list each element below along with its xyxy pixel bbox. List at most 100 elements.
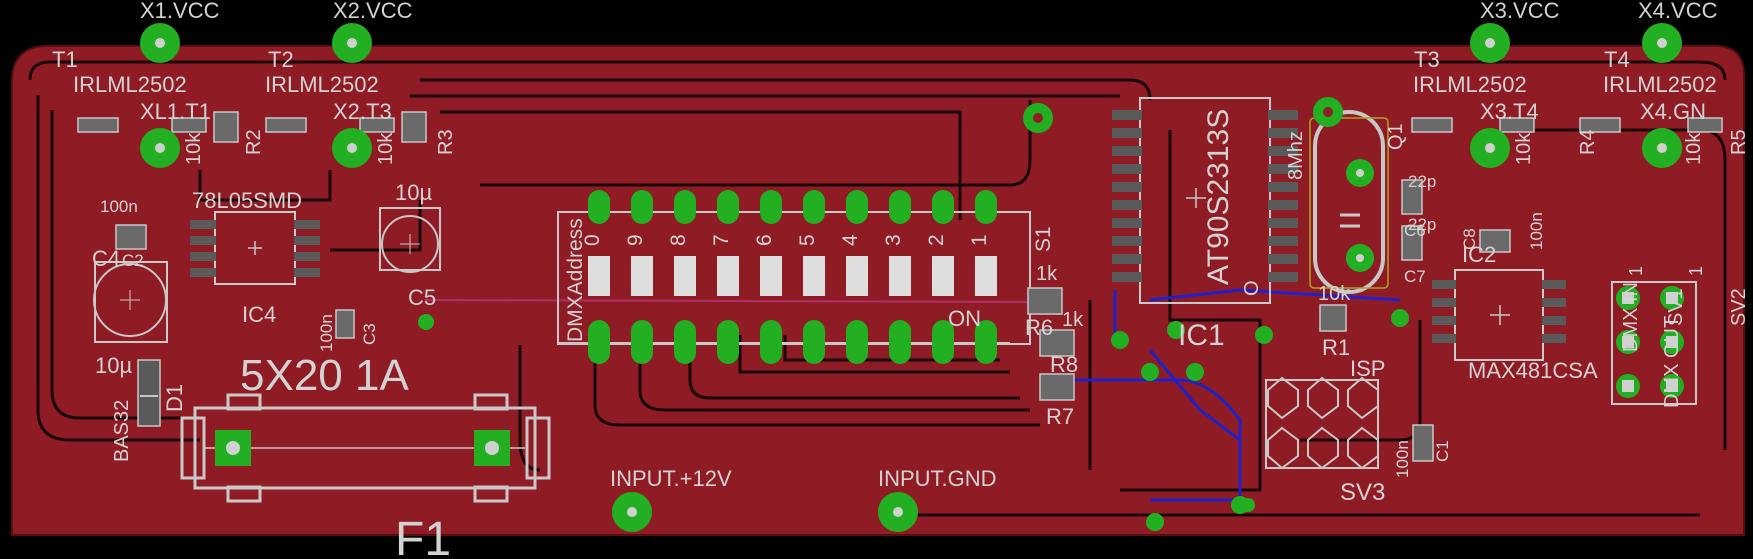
label-r2: R2: [243, 129, 265, 155]
switch-number-0: 0: [581, 234, 604, 246]
label-r1: R1: [1322, 335, 1350, 360]
dip-switch-s1: [557, 211, 1031, 345]
label-22p-b: 22p: [1408, 215, 1436, 234]
label-100n-c1: 100n: [1393, 440, 1412, 478]
ic1-microcontroller: [1112, 97, 1298, 304]
label-ic4: IC4: [242, 302, 276, 327]
label-dmx-out: DMX OUT: [1661, 316, 1683, 408]
label-irl-3: IRLML2502: [1413, 72, 1527, 97]
label-78l05: 78L05SMD: [192, 188, 302, 213]
switch-number-6: 6: [753, 234, 776, 246]
label-xl1-t1: XL1.T1: [140, 99, 211, 124]
label-r3: R3: [435, 129, 457, 155]
label-10u-bottom: 10µ: [95, 353, 132, 378]
switch-number-2: 2: [925, 234, 948, 246]
label-dmx-in: DMX IN: [1620, 282, 1642, 352]
smd-components-top: [77, 111, 1723, 462]
label-r5: R5: [1728, 129, 1750, 155]
label-10k-c: 10k: [1513, 132, 1535, 165]
switch-number-1: 1: [968, 234, 991, 246]
label-irl-4: IRLML2502: [1603, 72, 1717, 97]
diode-d1: [137, 359, 161, 427]
label-10k-d: 10k: [1683, 132, 1705, 165]
label-on: ON: [948, 306, 981, 331]
label-c1: C1: [1433, 440, 1452, 462]
label-100n-c8: 100n: [1527, 212, 1546, 250]
label-10k-b: 10k: [375, 132, 397, 165]
vias: [418, 309, 1409, 531]
label-ic1-o: O: [1241, 280, 1263, 296]
label-q1: Q1: [1385, 123, 1407, 150]
fuse-hole-left: [226, 441, 240, 455]
capacitor-10u-top: [379, 207, 441, 273]
label-c2: C2: [122, 251, 144, 270]
label-10k-r1: 10k: [1318, 283, 1351, 305]
label-t1: T1: [52, 47, 78, 72]
ic4-regulator: [190, 211, 320, 285]
ic2-max481: [1432, 269, 1566, 361]
label-sv2: SV2: [1728, 288, 1750, 326]
switch-number-7: 7: [710, 234, 733, 246]
label-x3-t4: X3.T4: [1480, 99, 1539, 124]
label-fuse-rating: 5X20 1A: [240, 351, 409, 400]
label-input-12v: INPUT.+12V: [610, 466, 732, 491]
headers-sv1-sv2: [1611, 281, 1697, 405]
crystal-q1: [1309, 110, 1389, 294]
label-100n-c3: 100n: [317, 314, 336, 352]
label-100n-top: 100n: [100, 197, 138, 216]
label-r7: R7: [1046, 404, 1074, 429]
label-r8: R8: [1050, 352, 1078, 377]
label-c3: C3: [360, 323, 379, 345]
label-input-gnd: INPUT.GND: [878, 466, 997, 491]
label-10k-a: 10k: [183, 132, 205, 165]
label-x4-vcc: X4.VCC: [1638, 0, 1718, 23]
label-r6: R6: [1025, 315, 1053, 340]
label-t4: T4: [1604, 47, 1630, 72]
label-x1-vcc: X1.VCC: [140, 0, 220, 23]
label-pin1-a: 1: [1626, 266, 1646, 276]
label-irl-1: IRLML2502: [73, 72, 187, 97]
trace-outlines: [28, 60, 1727, 517]
label-sv1: SV1: [1665, 288, 1687, 326]
label-c5: C5: [408, 285, 436, 310]
fuse-hole-right: [485, 441, 499, 455]
switch-number-4: 4: [839, 234, 862, 246]
capacitor-10u-bottom: [93, 261, 168, 343]
label-isp: ISP: [1350, 356, 1385, 381]
label-c6: C6: [1404, 221, 1426, 240]
label-pin1-b: 1: [1686, 266, 1706, 276]
fuse-holder-f1: [180, 393, 551, 503]
label-sv3: SV3: [1340, 479, 1385, 506]
label-max481: MAX481CSA: [1468, 358, 1598, 383]
label-x2-t3: X2.T3: [333, 99, 392, 124]
dip-switch-pads: [588, 190, 997, 364]
label-22p-a: 22p: [1408, 172, 1436, 191]
label-d1: D1: [162, 384, 187, 412]
label-1k-a: 1k: [1036, 263, 1058, 285]
switch-number-5: 5: [796, 234, 819, 246]
copper-pour: [11, 45, 1745, 536]
label-r4: R4: [1577, 129, 1599, 155]
label-c4: C4: [92, 246, 120, 271]
label-bas32: BAS32: [111, 400, 133, 462]
label-x4-gn: X4.GN: [1640, 99, 1706, 124]
label-t2: T2: [268, 47, 294, 72]
label-ic2: IC2: [1462, 242, 1496, 267]
label-t3: T3: [1414, 47, 1440, 72]
label-irl-2: IRLML2502: [265, 72, 379, 97]
label-10u-top: 10µ: [395, 180, 432, 205]
label-x2-vcc: X2.VCC: [333, 0, 413, 23]
airwire: [424, 299, 1041, 303]
silkscreen-labels: X1.VCC X2.VCC X3.VCC X4.VCC T1 T2 T3 T4 …: [52, 0, 1750, 559]
label-c8: C8: [1460, 228, 1479, 250]
switch-number-9: 9: [624, 234, 647, 246]
label-x3-vcc: X3.VCC: [1480, 0, 1560, 23]
switch-number-8: 8: [667, 234, 690, 246]
label-f1: F1: [395, 513, 451, 559]
label-c7: C7: [1404, 267, 1426, 286]
label-ic1: IC1: [1178, 319, 1225, 352]
label-dmx-address: DMXAddress: [564, 218, 587, 342]
label-ic-name: AT90S2313S: [1202, 109, 1235, 285]
switch-number-3: 3: [882, 234, 905, 246]
